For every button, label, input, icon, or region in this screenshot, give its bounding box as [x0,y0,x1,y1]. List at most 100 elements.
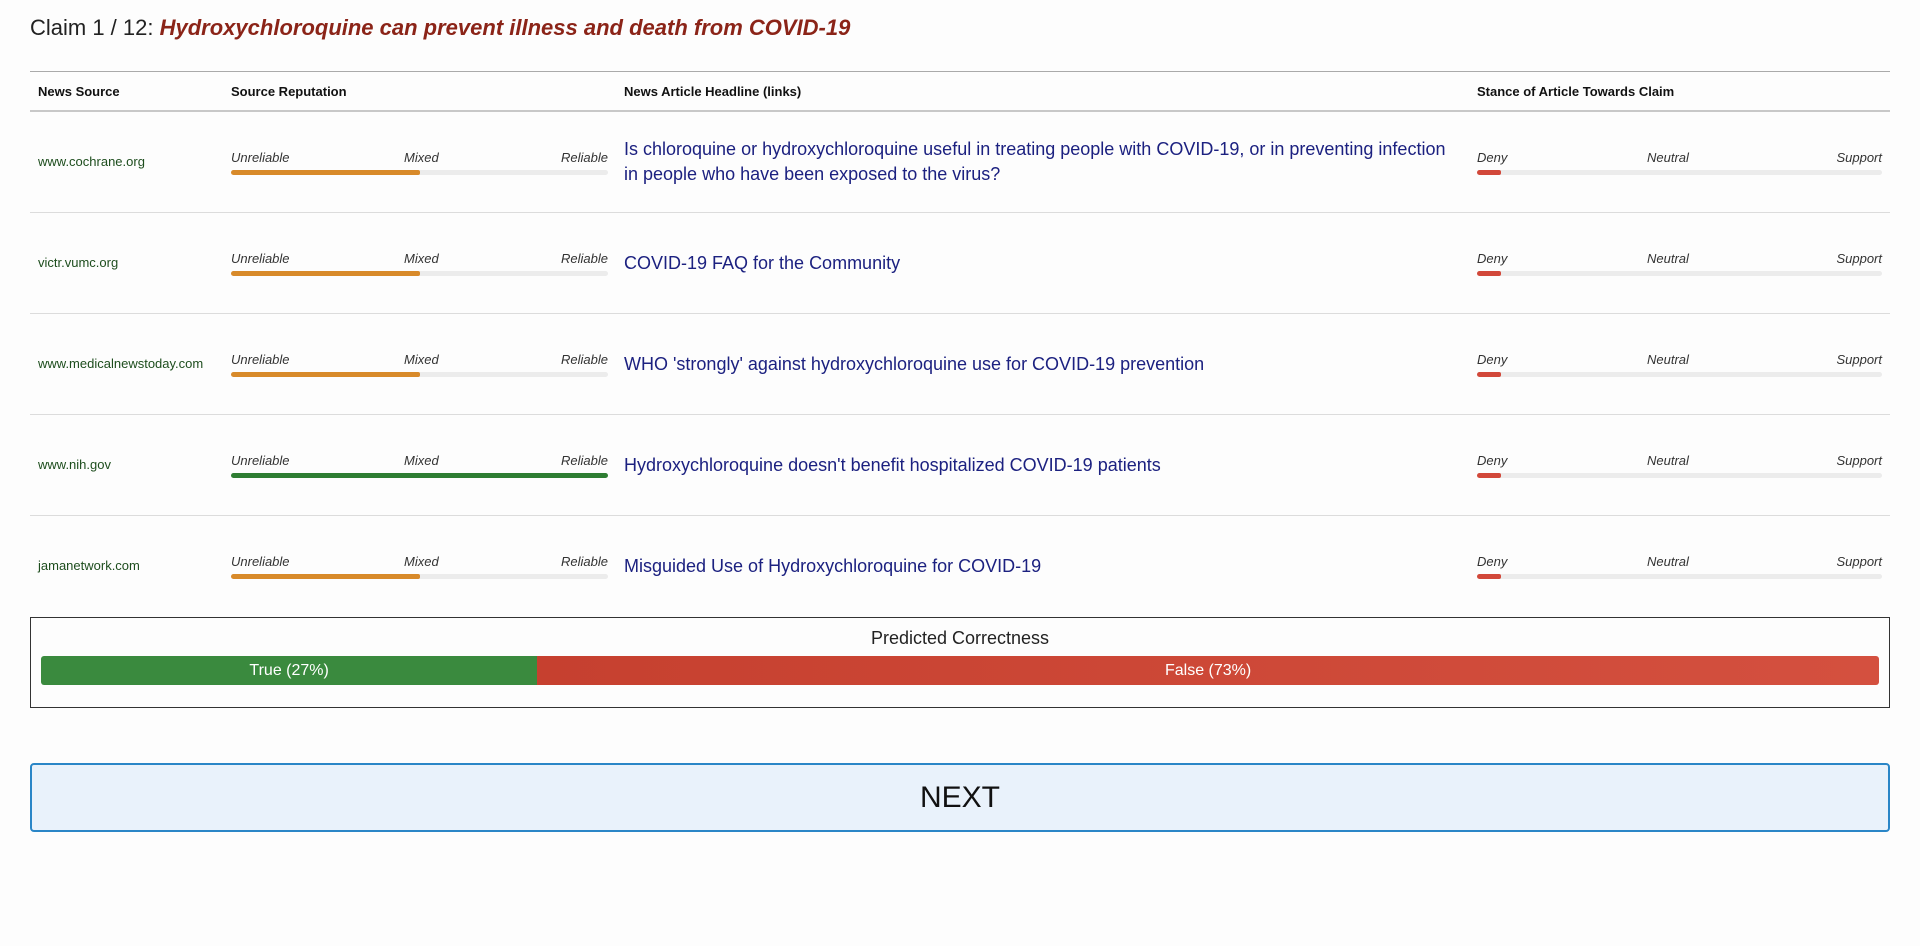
stance-mid-label: Neutral [1647,553,1689,569]
table-row: jamanetwork.com Unreliable Mixed Reliabl… [30,516,1890,616]
stance-track [1477,573,1882,579]
claim-header: Claim 1 / 12: Hydroxychloroquine can pre… [30,0,1890,42]
stance-high-label: Support [1836,149,1882,165]
stance-high-label: Support [1836,250,1882,266]
predicted-correctness-panel: Predicted Correctness True (27%) False (… [30,617,1890,708]
stance-mid-label: Neutral [1647,351,1689,367]
stance-fill [1477,573,1502,579]
stance-scale: Deny Neutral Support [1477,554,1882,579]
stance-scale: Deny Neutral Support [1477,150,1882,175]
claim-counter: Claim 1 / 12: [30,15,154,40]
stance-cell: Deny Neutral Support [1468,251,1890,276]
stance-fill [1477,371,1502,377]
next-button[interactable]: NEXT [30,763,1890,832]
stance-high-label: Support [1836,351,1882,367]
header-headline: News Article Headline (links) [624,83,802,99]
reputation-track [231,270,608,276]
reputation-scale: Unreliable Mixed Reliable [231,150,608,175]
claim-text: Hydroxychloroquine can prevent illness a… [159,15,851,40]
stance-mid-label: Neutral [1647,149,1689,165]
headline-cell: WHO 'strongly' against hydroxychloroquin… [608,352,1468,377]
reputation-low-label: Unreliable [231,553,290,569]
source-cell: www.nih.gov [30,456,223,474]
reputation-high-label: Reliable [561,452,608,468]
reputation-high-label: Reliable [561,250,608,266]
source-cell: victr.vumc.org [30,254,223,272]
reputation-mid-label: Mixed [404,553,439,569]
stance-low-label: Deny [1477,351,1508,367]
reputation-mid-label: Mixed [404,149,439,165]
stance-fill [1477,472,1502,478]
reputation-scale: Unreliable Mixed Reliable [231,554,608,579]
news-source: jamanetwork.com [38,558,140,573]
false-segment: False (73%) [537,656,1879,685]
source-cell: www.medicalnewstoday.com [30,355,223,373]
headline-link[interactable]: COVID-19 FAQ for the Community [624,252,901,273]
stance-low-label: Deny [1477,452,1508,468]
stance-track [1477,371,1882,377]
reputation-low-label: Unreliable [231,452,290,468]
reputation-mid-label: Mixed [404,250,439,266]
header-source-reputation: Source Reputation [231,83,347,99]
reputation-track [231,371,608,377]
stance-scale: Deny Neutral Support [1477,352,1882,377]
reputation-fill [231,371,420,377]
news-source: www.cochrane.org [38,154,145,169]
page: Claim 1 / 12: Hydroxychloroquine can pre… [30,0,1890,832]
news-source: victr.vumc.org [38,255,119,270]
stance-mid-label: Neutral [1647,250,1689,266]
reputation-fill [231,270,420,276]
stance-cell: Deny Neutral Support [1468,554,1890,579]
stance-track [1477,169,1882,175]
headline-link[interactable]: Misguided Use of Hydroxychloroquine for … [624,555,1042,576]
headline-link[interactable]: Is chloroquine or hydroxychloroquine use… [624,139,1446,184]
reputation-track [231,573,608,579]
reputation-mid-label: Mixed [404,452,439,468]
reputation-cell: Unreliable Mixed Reliable [223,352,608,377]
reputation-cell: Unreliable Mixed Reliable [223,453,608,478]
header-stance: Stance of Article Towards Claim [1477,83,1675,99]
table-body: www.cochrane.org Unreliable Mixed Reliab… [30,112,1890,616]
source-cell: jamanetwork.com [30,557,223,575]
source-cell: www.cochrane.org [30,153,223,171]
stance-scale: Deny Neutral Support [1477,453,1882,478]
reputation-fill [231,169,420,175]
headline-link[interactable]: Hydroxychloroquine doesn't benefit hospi… [624,454,1161,475]
stance-scale: Deny Neutral Support [1477,251,1882,276]
news-source: www.nih.gov [38,457,111,472]
reputation-fill [231,573,420,579]
reputation-cell: Unreliable Mixed Reliable [223,554,608,579]
stance-low-label: Deny [1477,149,1508,165]
predicted-correctness-bar: True (27%) False (73%) [41,656,1879,685]
reputation-scale: Unreliable Mixed Reliable [231,453,608,478]
headline-cell: COVID-19 FAQ for the Community [608,251,1468,276]
reputation-cell: Unreliable Mixed Reliable [223,251,608,276]
stance-high-label: Support [1836,553,1882,569]
reputation-high-label: Reliable [561,553,608,569]
headline-cell: Hydroxychloroquine doesn't benefit hospi… [608,453,1468,478]
stance-cell: Deny Neutral Support [1468,150,1890,175]
table-row: www.cochrane.org Unreliable Mixed Reliab… [30,112,1890,213]
headline-link[interactable]: WHO 'strongly' against hydroxychloroquin… [624,353,1205,374]
stance-cell: Deny Neutral Support [1468,453,1890,478]
headline-cell: Misguided Use of Hydroxychloroquine for … [608,554,1468,579]
stance-track [1477,472,1882,478]
reputation-low-label: Unreliable [231,149,290,165]
stance-fill [1477,270,1502,276]
reputation-track [231,169,608,175]
reputation-scale: Unreliable Mixed Reliable [231,352,608,377]
stance-low-label: Deny [1477,250,1508,266]
reputation-mid-label: Mixed [404,351,439,367]
predicted-correctness-title: Predicted Correctness [870,628,1050,648]
news-source: www.medicalnewstoday.com [38,356,204,371]
reputation-track [231,472,608,478]
reputation-scale: Unreliable Mixed Reliable [231,251,608,276]
table-row: www.medicalnewstoday.com Unreliable Mixe… [30,314,1890,415]
header-news-source: News Source [38,83,120,99]
reputation-low-label: Unreliable [231,351,290,367]
stance-fill [1477,169,1502,175]
stance-low-label: Deny [1477,553,1508,569]
table-header: News Source Source Reputation News Artic… [30,72,1890,112]
true-segment: True (27%) [41,656,538,685]
reputation-cell: Unreliable Mixed Reliable [223,150,608,175]
